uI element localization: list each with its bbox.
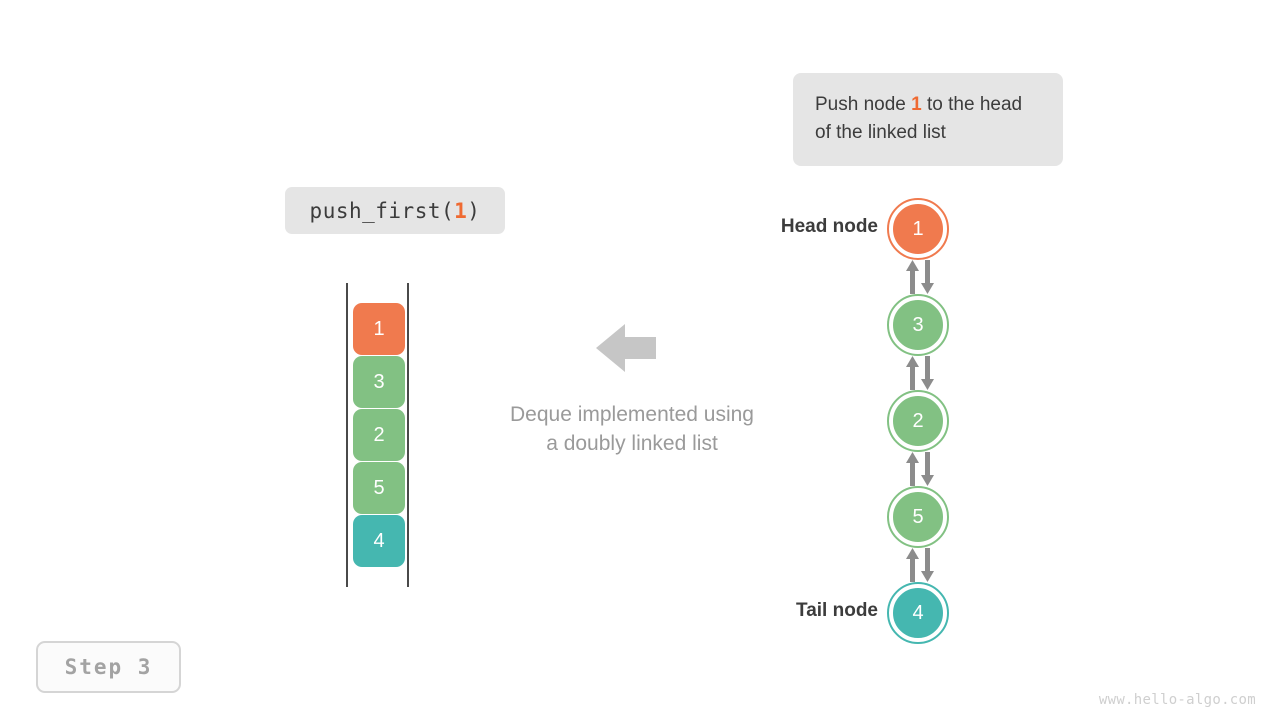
left-arrow-icon <box>596 320 656 376</box>
hint-text-before: Push node <box>815 94 912 115</box>
list-node: 2 <box>890 393 946 449</box>
hint-text-after: to the head of the linked list <box>815 94 1023 143</box>
node-link-arrow-pair <box>902 356 938 390</box>
tail-node-label: Tail node <box>796 600 878 621</box>
deque-rail-left <box>346 283 348 587</box>
code-argument: 1 <box>454 198 468 223</box>
list-node-ring <box>887 198 949 260</box>
deque-cell: 1 <box>353 303 405 355</box>
deque-cell: 4 <box>353 515 405 567</box>
node-link-arrow-pair <box>902 260 938 294</box>
head-node-label: Head node <box>780 216 878 237</box>
step-badge-label: Step 3 <box>64 655 153 679</box>
watermark: www.hello-algo.com <box>1098 692 1256 708</box>
linked-list-panel: Head node Tail node 1 3 2 5 4 <box>750 190 970 650</box>
node-link-arrow-pair <box>902 452 938 486</box>
node-link-arrow-pair <box>902 548 938 582</box>
hint-tooltip: Push node 1 to the head of the linked li… <box>793 73 1063 166</box>
deque-cell: 2 <box>353 409 405 461</box>
list-node: 5 <box>890 489 946 545</box>
deque-rail-right <box>407 283 409 587</box>
list-node: 3 <box>890 297 946 353</box>
step-badge: Step 3 <box>36 641 181 693</box>
list-node-ring <box>887 582 949 644</box>
hint-accent-value: 1 <box>911 94 922 115</box>
caption-line-1: Deque implemented using <box>510 403 754 426</box>
list-node-ring <box>887 294 949 356</box>
list-node-ring <box>887 486 949 548</box>
code-suffix: ) <box>467 198 481 223</box>
deque-cell: 3 <box>353 356 405 408</box>
deque-cell: 5 <box>353 462 405 514</box>
code-prefix: push_first( <box>309 198 455 223</box>
list-node: 1 <box>890 201 946 257</box>
diagram-caption: Deque implemented using a doubly linked … <box>452 400 812 458</box>
caption-line-2: a doubly linked list <box>546 432 718 455</box>
code-call-label: push_first(1) <box>285 187 505 234</box>
list-node-ring <box>887 390 949 452</box>
list-node: 4 <box>890 585 946 641</box>
